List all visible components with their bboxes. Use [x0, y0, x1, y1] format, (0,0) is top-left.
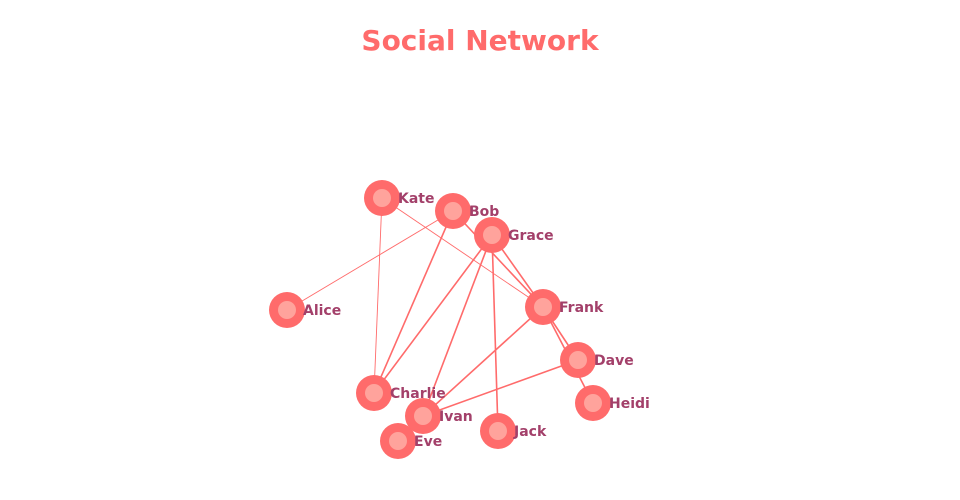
node-charlie[interactable]: Charlie [356, 375, 446, 411]
node-label: Ivan [439, 409, 473, 425]
node-label: Frank [559, 300, 604, 316]
node-inner-circle [414, 407, 432, 425]
edge-bob-frank [452, 210, 544, 308]
node-inner-circle [489, 422, 507, 440]
node-label: Eve [414, 434, 442, 450]
node-alice[interactable]: Alice [269, 292, 341, 328]
node-inner-circle [373, 189, 391, 207]
node-inner-circle [569, 351, 587, 369]
node-grace[interactable]: Grace [474, 217, 554, 253]
node-ivan[interactable]: Ivan [405, 398, 473, 434]
edge-kate-charlie [373, 197, 383, 394]
node-kate[interactable]: Kate [364, 180, 434, 216]
node-label: Bob [469, 204, 499, 220]
node-bob[interactable]: Bob [435, 193, 499, 229]
node-label: Kate [398, 191, 434, 207]
edge-frank-ivan [422, 306, 544, 417]
node-label: Alice [303, 303, 341, 319]
node-jack[interactable]: Jack [480, 413, 547, 449]
chart-title: Social Network [361, 24, 599, 57]
edge-grace-ivan [422, 234, 493, 417]
node-inner-circle [365, 384, 383, 402]
edge-grace-charlie [373, 234, 493, 394]
node-inner-circle [483, 226, 501, 244]
node-heidi[interactable]: Heidi [575, 385, 650, 421]
node-inner-circle [584, 394, 602, 412]
edge-bob-charlie [373, 210, 454, 394]
node-dave[interactable]: Dave [560, 342, 634, 378]
node-frank[interactable]: Frank [525, 289, 604, 325]
edge-dave-ivan [422, 359, 579, 417]
node-label: Charlie [390, 386, 446, 402]
node-label: Heidi [609, 396, 650, 412]
node-eve[interactable]: Eve [380, 423, 442, 459]
node-label: Dave [594, 353, 634, 369]
edge-grace-jack [491, 234, 499, 432]
node-inner-circle [534, 298, 552, 316]
edge-kate-frank [381, 197, 544, 308]
node-label: Grace [508, 228, 554, 244]
node-inner-circle [444, 202, 462, 220]
node-label: Jack [513, 424, 547, 440]
edge-bob-alice [286, 210, 454, 311]
node-inner-circle [278, 301, 296, 319]
node-inner-circle [389, 432, 407, 450]
